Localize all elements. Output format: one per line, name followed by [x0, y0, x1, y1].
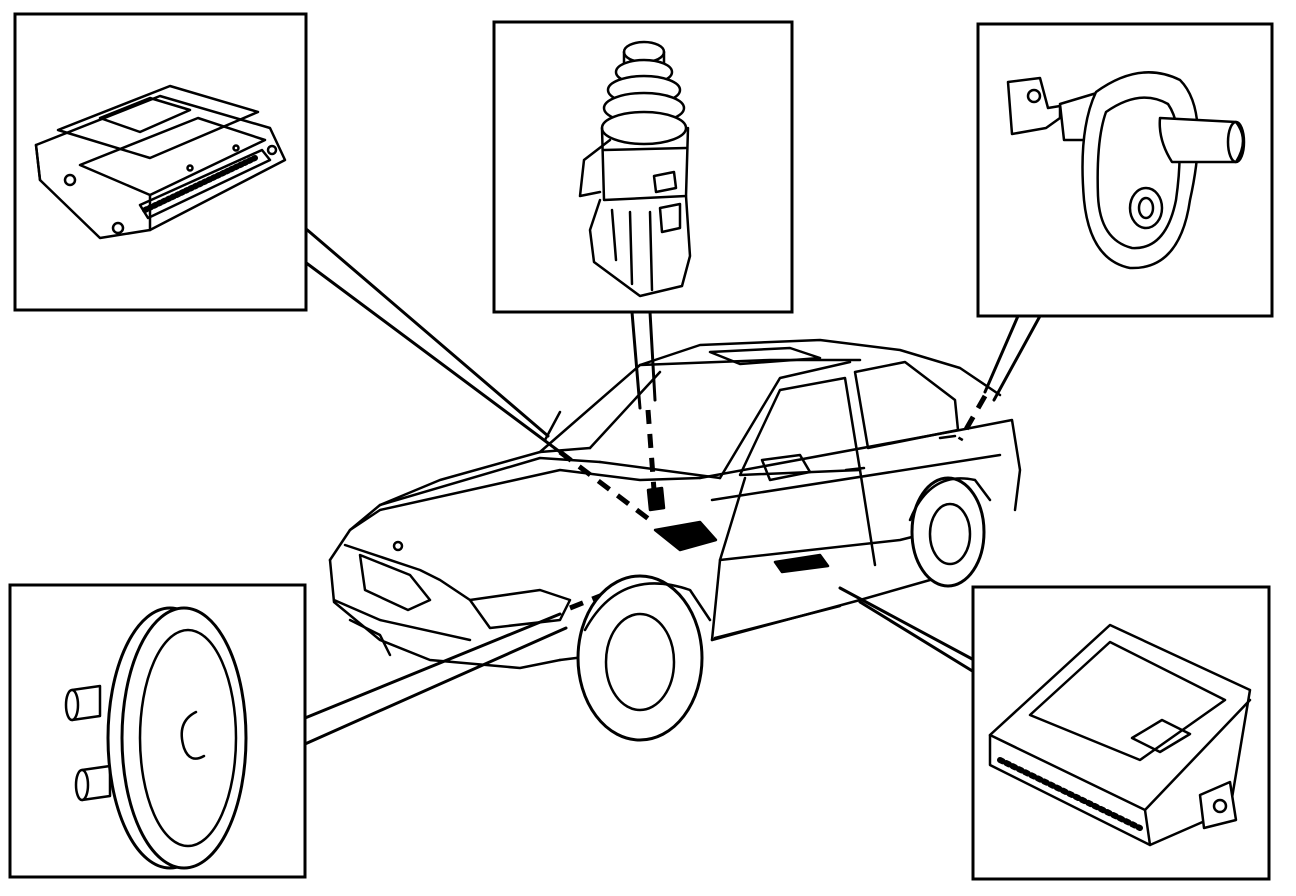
leader-alarm-module-b [858, 600, 976, 674]
leader-door-switch-dash [957, 394, 988, 442]
leader-sensor-connector-dash [645, 409, 657, 491]
alarm-module-callout [971, 585, 1271, 881]
marker-control-module [653, 520, 718, 552]
leader-control-module [303, 226, 550, 438]
leader-door-switch [983, 314, 1020, 394]
sensor-connector-callout [492, 20, 794, 314]
door-switch-icon [1006, 71, 1246, 270]
ecu-module-icon [34, 84, 287, 240]
sensor-connector-icon [578, 40, 692, 298]
leader-horn [303, 612, 562, 720]
leader-lines [303, 226, 1042, 746]
leader-horn-dash [569, 585, 621, 611]
leader-control-module-dash [558, 450, 652, 522]
horn-icon [64, 606, 248, 870]
marker-sensor [646, 486, 666, 512]
leader-sensor-connector-b [648, 310, 657, 402]
leader-control-module-b [303, 260, 562, 454]
alarm-module-icon [988, 623, 1252, 847]
door-switch-callout [976, 22, 1274, 318]
horn-callout [8, 583, 307, 879]
leader-door-switch-b [992, 314, 1042, 402]
control-module-callout [13, 12, 308, 312]
leader-horn-b [303, 626, 568, 746]
marker-alarm-module [773, 553, 830, 574]
leader-sensor-connector [630, 310, 642, 410]
front-wheel [576, 574, 712, 742]
rear-wheel [908, 476, 992, 588]
car-icon [328, 338, 1022, 742]
